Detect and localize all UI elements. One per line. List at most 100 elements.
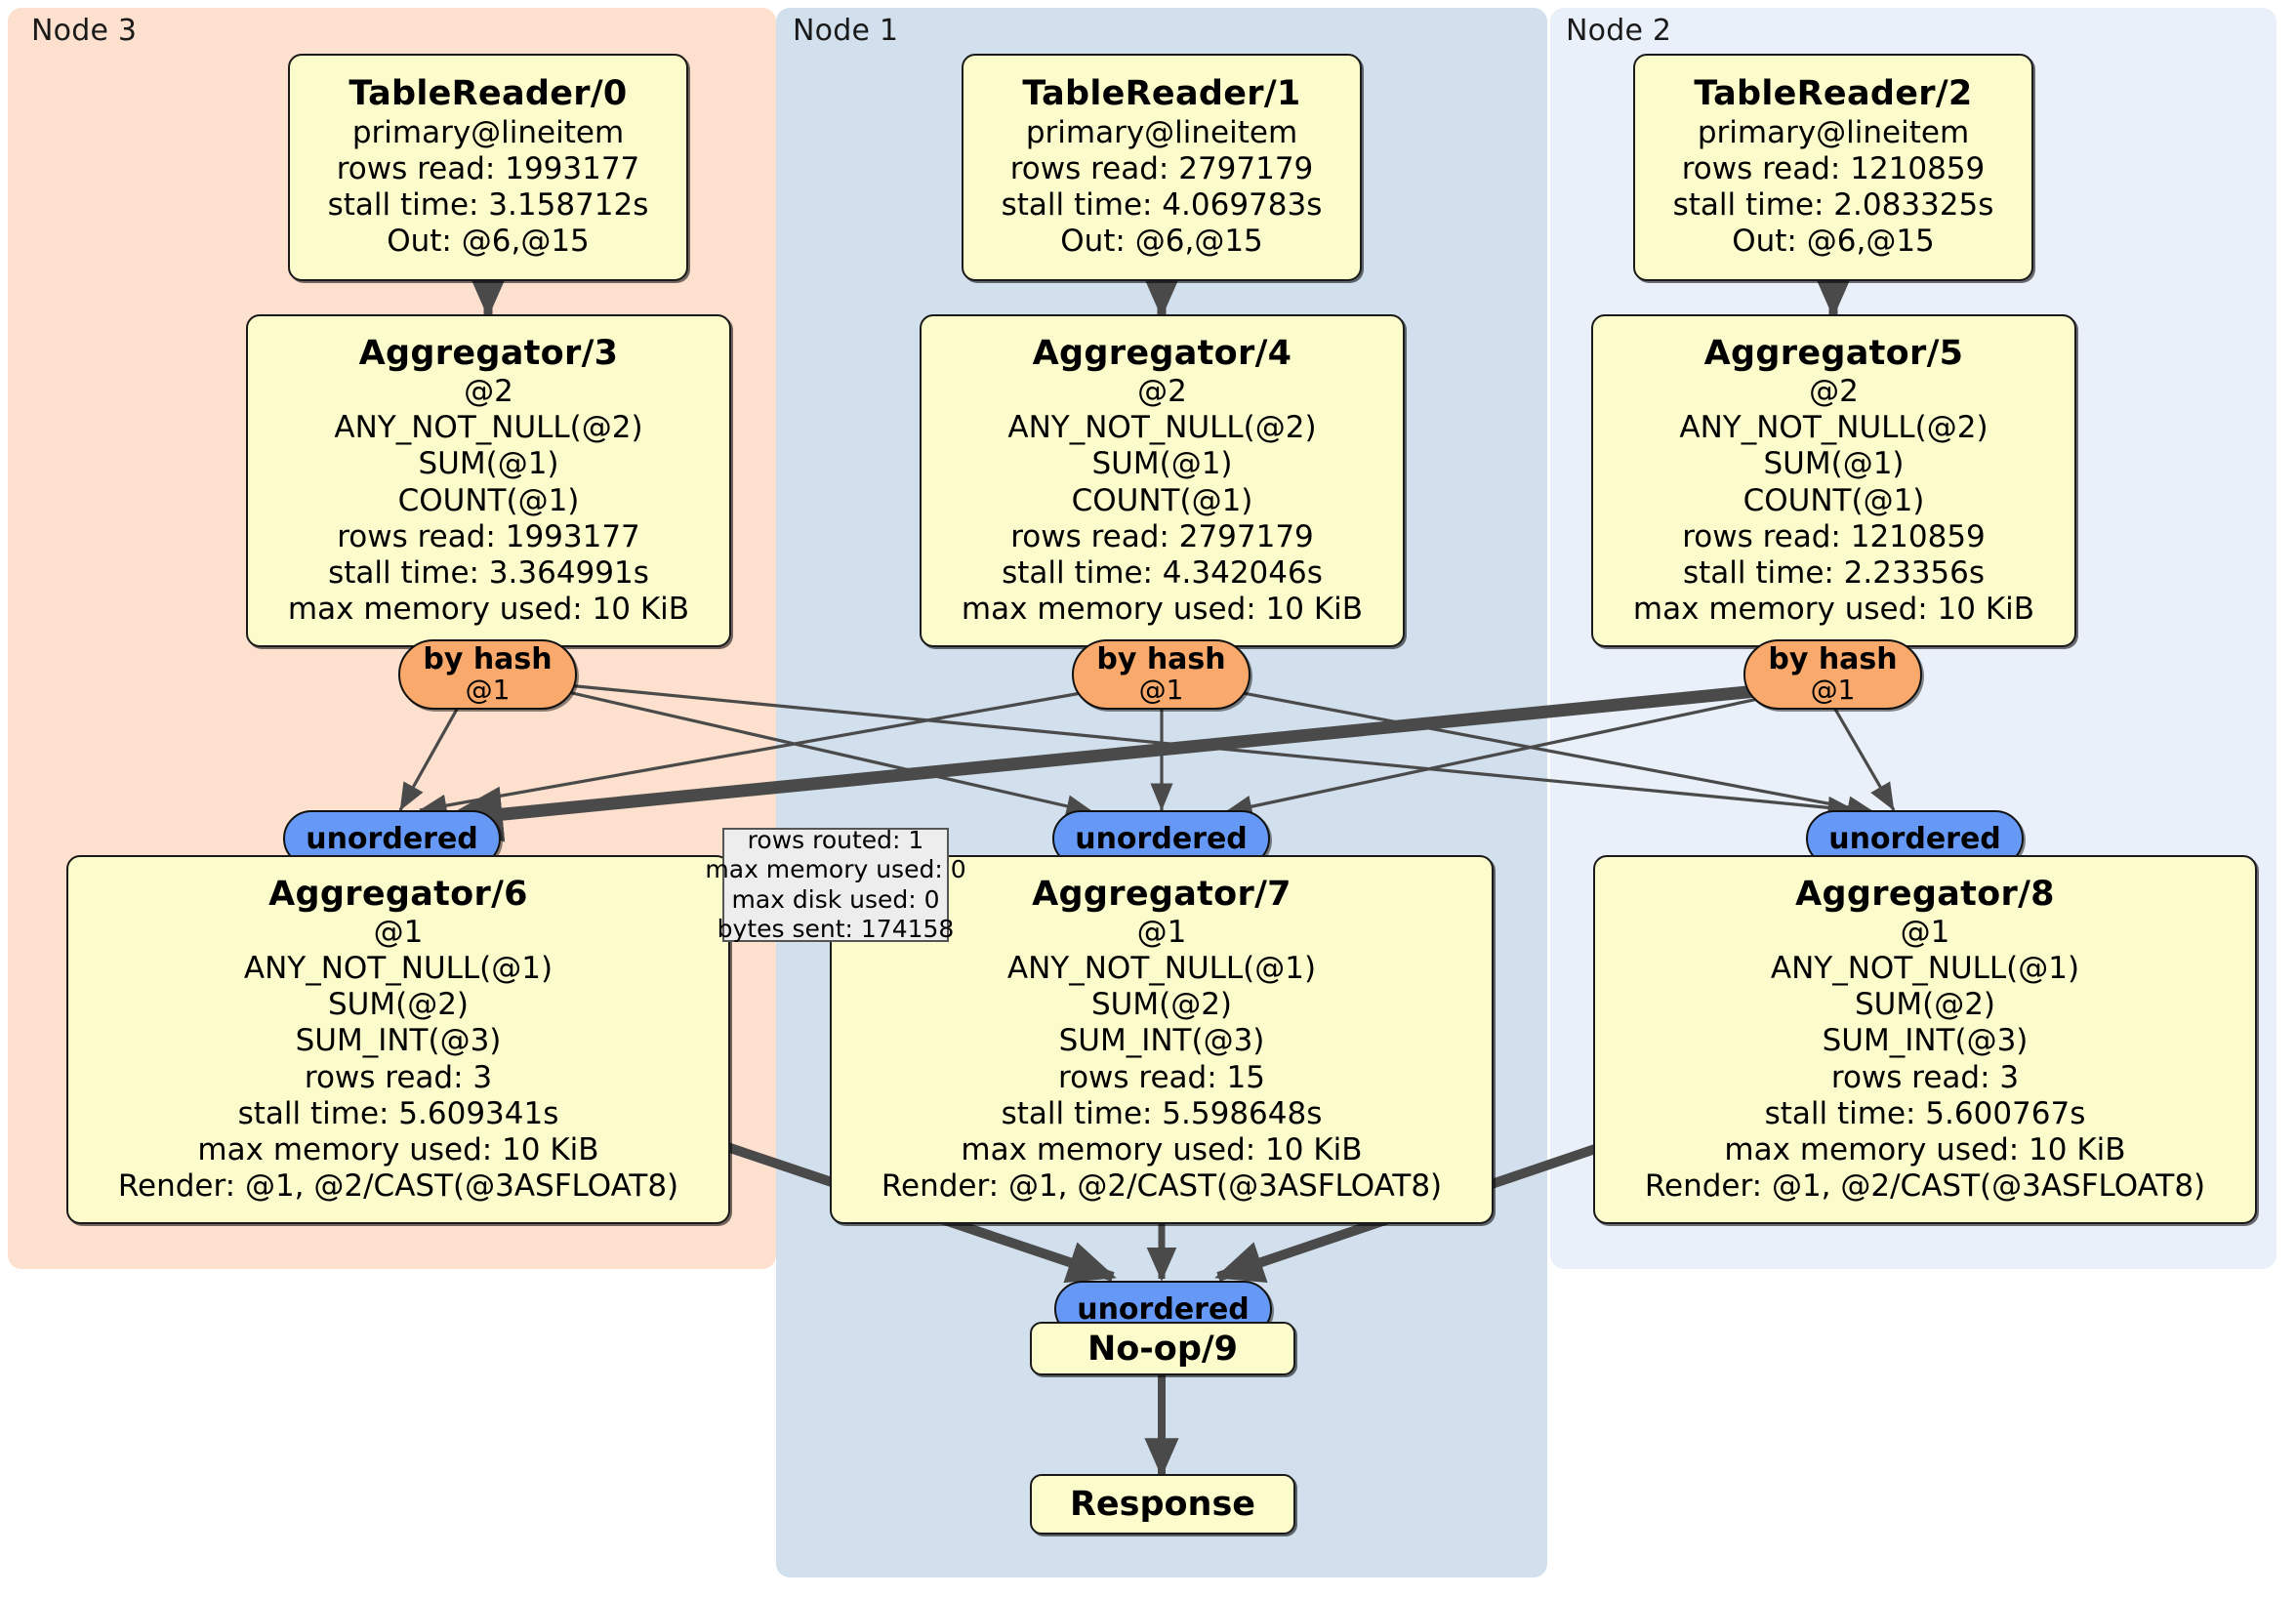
operator-tablereader-0[interactable]: TableReader/0 primary@lineitem rows read… [288, 54, 688, 281]
operator-line: ANY_NOT_NULL(@2) [1679, 410, 1988, 446]
router-by-hash-5[interactable]: by hash @1 [1743, 639, 1922, 710]
router-by-hash-4[interactable]: by hash @1 [1072, 639, 1250, 710]
operator-line: Render: @1, @2/CAST(@3ASFLOAT8) [1644, 1168, 2206, 1205]
router-kind-label: by hash [1768, 642, 1898, 677]
operator-line: @1 [1900, 914, 1950, 950]
cluster-label-node2: Node 2 [1566, 14, 1672, 48]
operator-line: @1 [1136, 914, 1187, 950]
operator-line: SUM_INT(@3) [1822, 1023, 2029, 1059]
operator-line: SUM(@2) [1854, 987, 1996, 1023]
router-kind-label: unordered [306, 821, 478, 856]
operator-line: SUM(@1) [1091, 446, 1233, 482]
edge-hash5-unordered8 [1831, 705, 1896, 811]
operator-line: stall time: 5.600767s [1764, 1095, 2086, 1131]
operator-tablereader-2[interactable]: TableReader/2 primary@lineitem rows read… [1633, 54, 2033, 281]
edge-hash3-unordered7 [546, 685, 1094, 818]
operator-title: No-op/9 [1086, 1329, 1239, 1369]
operator-line: rows read: 1993177 [337, 518, 640, 554]
operator-line: @2 [1137, 373, 1187, 409]
operator-title: Response [1069, 1485, 1256, 1524]
operator-line: Render: @1, @2/CAST(@3ASFLOAT8) [117, 1168, 679, 1205]
operator-line: rows read: 1993177 [336, 150, 640, 186]
operator-line: max memory used: 10 KiB [961, 1132, 1363, 1168]
operator-line: stall time: 5.598648s [1001, 1095, 1323, 1131]
operator-title: TableReader/0 [348, 74, 628, 114]
operator-line: primary@lineitem [1697, 114, 1970, 150]
operator-line: max memory used: 10 KiB [1632, 592, 2035, 628]
router-kind-label: unordered [1077, 1291, 1250, 1327]
operator-line: stall time: 2.083325s [1672, 187, 1994, 224]
operator-line: COUNT(@1) [1071, 482, 1253, 518]
router-kind-label: by hash [1096, 642, 1226, 677]
router-kind-label: unordered [1075, 821, 1248, 856]
operator-line: @2 [464, 373, 513, 409]
operator-title: Aggregator/4 [1032, 333, 1292, 373]
router-column-label: @1 [465, 674, 511, 707]
operator-title: Aggregator/3 [358, 333, 619, 373]
operator-line: Out: @6,@15 [1060, 224, 1263, 260]
edge-hash5-unordered6 [438, 682, 1778, 842]
router-stats-box: rows routed: 1 max memory used: 0 max di… [705, 825, 965, 944]
operator-line: ANY_NOT_NULL(@1) [1770, 951, 2080, 987]
operator-line: stall time: 3.158712s [327, 187, 649, 224]
operator-title: Aggregator/8 [1795, 874, 2055, 914]
operator-line: COUNT(@1) [397, 482, 580, 518]
operator-line: max memory used: 10 KiB [1724, 1132, 2126, 1168]
operator-line: max memory used: 10 KiB [961, 592, 1364, 628]
operator-line: SUM(@2) [1090, 987, 1233, 1023]
operator-noop-9[interactable]: No-op/9 [1030, 1322, 1295, 1375]
edge-hash3-unordered6 [398, 705, 461, 811]
edge-hash4-unordered6 [419, 687, 1104, 817]
operator-line: max memory used: 10 KiB [197, 1132, 599, 1168]
operator-line: Out: @6,@15 [1732, 224, 1935, 260]
operator-line: stall time: 2.23356s [1682, 554, 1986, 591]
operator-line: ANY_NOT_NULL(@1) [1006, 951, 1317, 987]
operator-line: stall time: 4.069783s [1001, 187, 1323, 224]
operator-line: stall time: 5.609341s [237, 1095, 559, 1131]
operator-response[interactable]: Response [1030, 1474, 1295, 1535]
operator-line: ANY_NOT_NULL(@2) [334, 410, 643, 446]
operator-title: TableReader/2 [1694, 74, 1973, 114]
operator-aggregator-5[interactable]: Aggregator/5 @2 ANY_NOT_NULL(@2) SUM(@1)… [1591, 314, 2076, 647]
router-column-label: @1 [1810, 674, 1856, 707]
operator-aggregator-3[interactable]: Aggregator/3 @2 ANY_NOT_NULL(@2) SUM(@1)… [246, 314, 731, 647]
router-stats-line: rows routed: 1 [747, 825, 924, 854]
operator-line: @2 [1809, 373, 1859, 409]
operator-line: primary@lineitem [351, 114, 625, 150]
operator-line: SUM(@1) [1763, 446, 1905, 482]
operator-line: stall time: 3.364991s [328, 554, 649, 591]
edge-hash4-unordered8 [1221, 687, 1875, 819]
cluster-label-node1: Node 1 [793, 14, 899, 48]
router-stats-line: max disk used: 0 [731, 884, 940, 914]
router-kind-label: by hash [423, 642, 553, 677]
operator-aggregator-4[interactable]: Aggregator/4 @2 ANY_NOT_NULL(@2) SUM(@1)… [920, 314, 1405, 647]
operator-line: SUM(@2) [327, 987, 470, 1023]
router-stats-line: bytes sent: 174158 [717, 915, 955, 943]
operator-line: primary@lineitem [1025, 114, 1298, 150]
operator-line: rows read: 1210859 [1681, 150, 1986, 186]
operator-title: Aggregator/5 [1703, 333, 1964, 373]
operator-line: stall time: 4.342046s [1002, 554, 1323, 591]
operator-line: Render: @1, @2/CAST(@3ASFLOAT8) [881, 1168, 1443, 1205]
operator-title: Aggregator/6 [268, 874, 528, 914]
operator-line: rows read: 1210859 [1682, 518, 1986, 554]
operator-line: rows read: 2797179 [1009, 150, 1314, 186]
operator-line: COUNT(@1) [1742, 482, 1925, 518]
cluster-label-node3: Node 3 [31, 14, 138, 48]
operator-line: ANY_NOT_NULL(@1) [243, 951, 554, 987]
operator-aggregator-6[interactable]: Aggregator/6 @1 ANY_NOT_NULL(@1) SUM(@2)… [66, 855, 730, 1224]
operator-line: @1 [373, 914, 424, 950]
operator-line: SUM_INT(@3) [295, 1023, 502, 1059]
operator-line: SUM_INT(@3) [1058, 1023, 1265, 1059]
operator-aggregator-8[interactable]: Aggregator/8 @1 ANY_NOT_NULL(@1) SUM(@2)… [1593, 855, 2257, 1224]
router-by-hash-3[interactable]: by hash @1 [398, 639, 577, 710]
operator-line: rows read: 2797179 [1010, 518, 1314, 554]
router-column-label: @1 [1138, 674, 1184, 707]
operator-line: rows read: 3 [304, 1059, 493, 1095]
router-stats-line: max memory used: 0 [705, 855, 966, 883]
operator-line: rows read: 3 [1830, 1059, 2020, 1095]
operator-tablereader-1[interactable]: TableReader/1 primary@lineitem rows read… [962, 54, 1362, 281]
operator-title: TableReader/1 [1022, 74, 1301, 114]
operator-title: Aggregator/7 [1032, 874, 1292, 914]
